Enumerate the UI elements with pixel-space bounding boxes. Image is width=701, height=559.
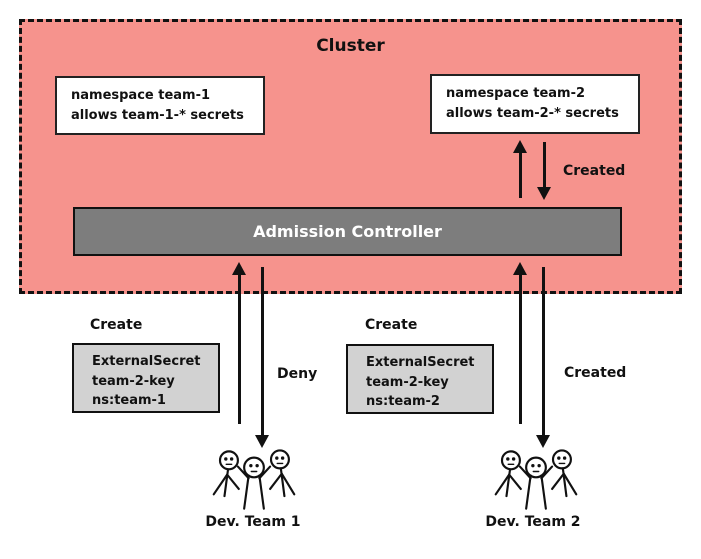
cluster-title: Cluster	[316, 36, 385, 56]
admission-controller-label: Admission Controller	[253, 222, 442, 241]
arrow-down-icon	[537, 187, 551, 200]
admission-controller-box: Admission Controller	[73, 207, 622, 256]
external-secret-team2-line3: ns:team-2	[366, 394, 440, 409]
namespace-team-2-box: namespace team-2 allows team-2-* secrets	[430, 74, 640, 134]
dev-team-1-label: Dev. Team 1	[205, 514, 301, 530]
external-secret-team1-line3: ns:team-1	[92, 393, 166, 408]
arrow-up-icon	[513, 140, 527, 153]
arrow-up-icon	[232, 262, 246, 275]
dev-team-2-label: Dev. Team 2	[485, 514, 581, 530]
create-label-team1: Create	[90, 317, 143, 333]
external-secret-team1-box: ExternalSecret team-2-key ns:team-1	[72, 343, 220, 413]
arrow-up-icon	[513, 262, 527, 275]
external-secret-team1-line2: team-2-key	[92, 373, 175, 389]
namespace-team-2-line1: namespace team-2	[446, 86, 586, 101]
namespace-team-1-box: namespace team-1 allows team-1-* secrets	[55, 76, 265, 135]
external-secret-team2-line2: team-2-key	[366, 374, 449, 390]
namespace-team-1-line1: namespace team-1	[71, 88, 211, 103]
external-secret-team2-line1: ExternalSecret	[366, 355, 475, 370]
created-bottom-label: Created	[564, 365, 627, 381]
external-secret-team1-line1: ExternalSecret	[92, 354, 201, 369]
external-secret-team2-box: ExternalSecret team-2-key ns:team-2	[346, 344, 494, 414]
namespace-team-2-line2: allows team-2-* secrets	[446, 106, 619, 122]
create-label-team2: Create	[365, 317, 418, 333]
dev-team-1-people-icon	[212, 449, 296, 510]
arrow-down-icon	[255, 435, 269, 448]
dev-team-2-people-icon	[494, 449, 578, 510]
arrow-down-icon	[536, 435, 550, 448]
created-top-label: Created	[563, 163, 626, 179]
namespace-team-1-line2: allows team-1-* secrets	[71, 108, 244, 124]
deny-label: Deny	[277, 366, 318, 382]
